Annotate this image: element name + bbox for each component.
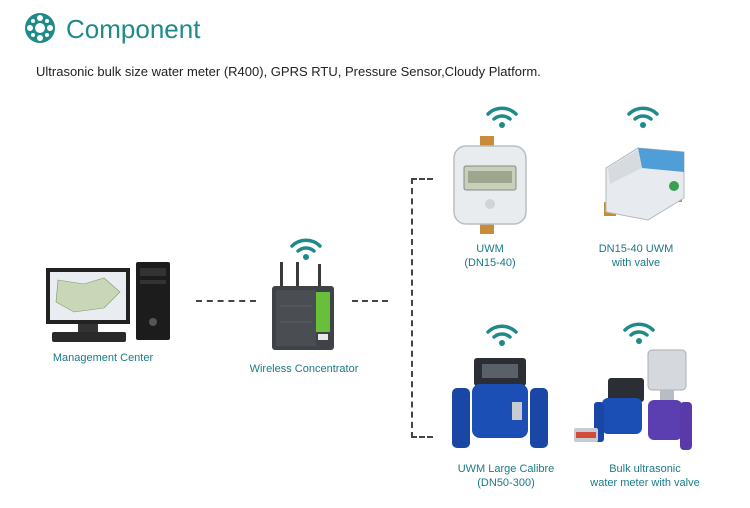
- wifi-icon: [486, 106, 518, 128]
- bulk-meter-valve-label: Bulk ultrasonic water meter with valve: [590, 463, 700, 489]
- connector-top-branch: [411, 178, 433, 180]
- uwm-large-calibre-device: [452, 358, 548, 448]
- uwm-valve-label: DN15-40 UWM with valve: [598, 243, 674, 269]
- connector-vertical-bus: [411, 178, 413, 438]
- wireless-concentrator-label: Wireless Concentrator: [249, 363, 359, 375]
- wifi-icon: [290, 238, 322, 260]
- page-title: Component: [66, 14, 201, 44]
- uwm-large-calibre-label: UWM Large Calibre (DN50-300): [457, 463, 555, 489]
- bulk-meter-valve-device: [574, 349, 692, 450]
- wifi-icon: [627, 106, 659, 128]
- connector-mgmt-concentrator: [196, 300, 256, 302]
- uwm-valve-device: [604, 147, 685, 221]
- wireless-concentrator-device: [272, 262, 334, 350]
- wifi-icon: [486, 324, 518, 346]
- uwm-meter-device: [453, 136, 527, 234]
- component-logo-icon: [25, 13, 55, 43]
- management-center-computer: [46, 262, 170, 342]
- wifi-icon: [623, 322, 655, 344]
- connector-bottom-branch: [411, 436, 433, 438]
- page-subtitle: Ultrasonic bulk size water meter (R400),…: [36, 64, 541, 79]
- connector-concentrator-meters: [352, 300, 388, 302]
- management-center-label: Management Center: [52, 352, 154, 364]
- uwm-label: UWM (DN15-40): [464, 243, 516, 269]
